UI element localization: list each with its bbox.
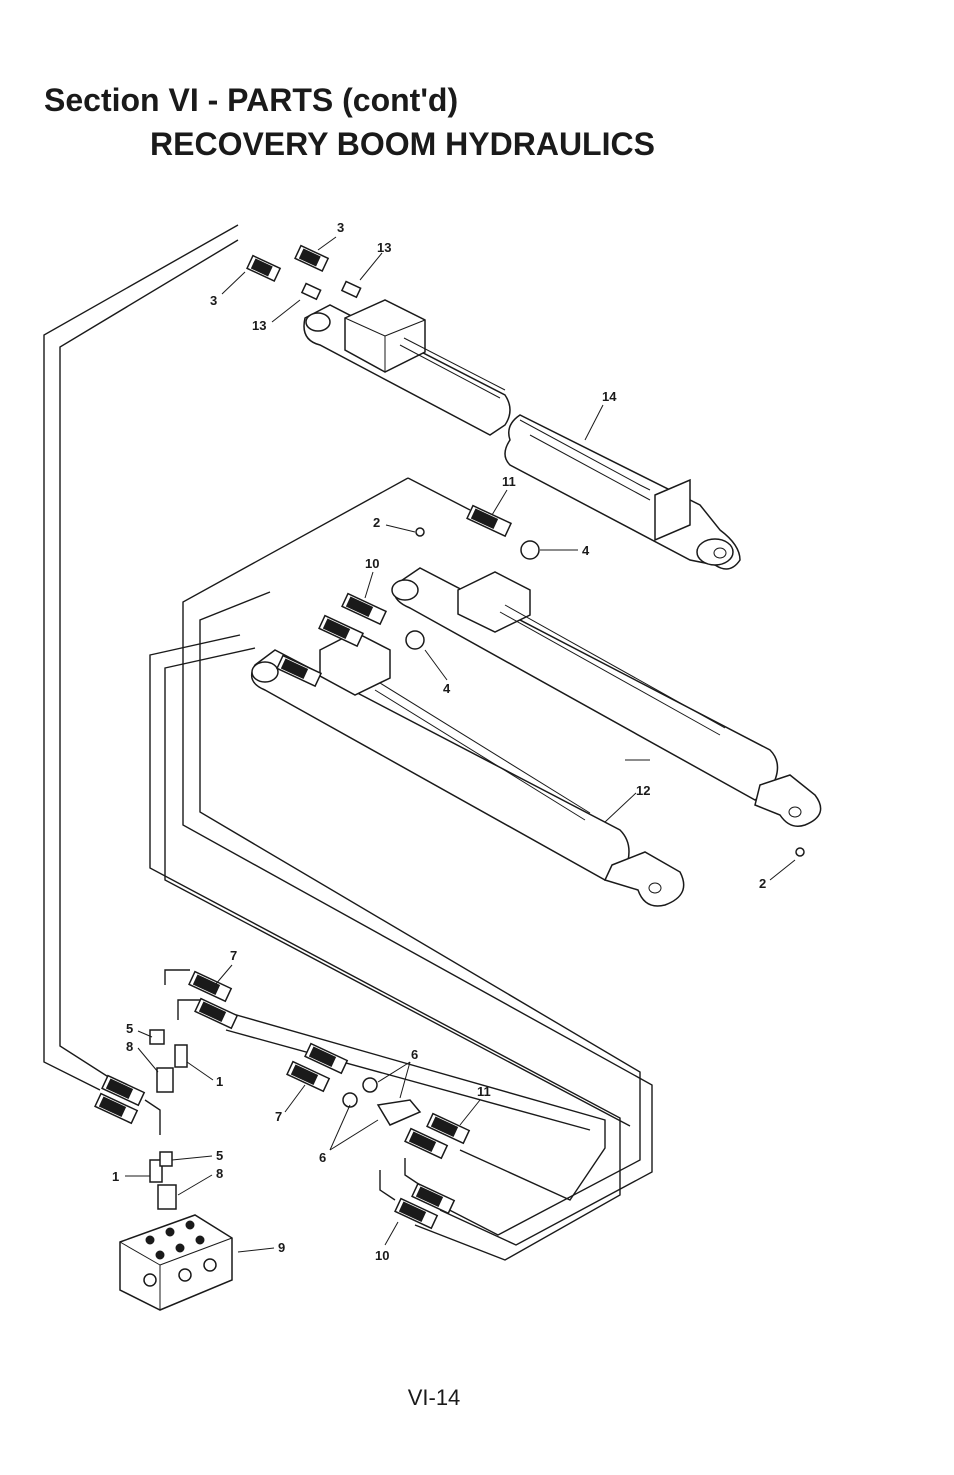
callout-1: 1	[216, 1074, 223, 1089]
callout-8: 8	[216, 1166, 223, 1181]
page-subtitle: RECOVERY BOOM HYDRAULICS	[150, 126, 655, 162]
callout-10: 10	[375, 1248, 389, 1263]
callout-11: 11	[477, 1084, 491, 1099]
callout-6: 6	[411, 1047, 418, 1062]
callout-4: 4	[443, 681, 451, 696]
callout-7: 7	[275, 1109, 282, 1124]
callout-7: 7	[230, 948, 237, 963]
hose-routing	[43, 224, 653, 1261]
callout-10: 10	[365, 556, 379, 571]
section-title: Section VI - PARTS (cont'd)	[44, 82, 459, 118]
callout-13: 13	[377, 240, 391, 255]
callout-3: 3	[337, 220, 344, 235]
callout-1: 1	[112, 1169, 119, 1184]
callout-labels: 3 3 13 13 14 11 2 4 10 4 12 2 7 5 8 1 6 …	[112, 220, 766, 1263]
page-number: VI-14	[407, 1385, 461, 1410]
top-fittings	[246, 244, 362, 301]
valve-hose-assembly	[94, 969, 471, 1311]
callout-2: 2	[759, 876, 766, 891]
callout-9: 9	[278, 1240, 285, 1255]
callout-6: 6	[319, 1150, 326, 1165]
callout-14: 14	[602, 389, 617, 404]
callout-4: 4	[582, 543, 590, 558]
callout-5: 5	[216, 1148, 223, 1163]
upper-boom-cylinder	[303, 299, 741, 570]
callout-13: 13	[252, 318, 266, 333]
cylinder-fittings	[276, 504, 805, 857]
callout-11: 11	[502, 474, 516, 489]
callout-5: 5	[126, 1021, 133, 1036]
right-lift-cylinder	[391, 567, 822, 827]
callout-8: 8	[126, 1039, 133, 1054]
callout-3: 3	[210, 293, 217, 308]
callout-2: 2	[373, 515, 380, 530]
callout-12: 12	[636, 783, 650, 798]
leader-lines	[125, 236, 796, 1253]
left-lift-cylinder	[250, 631, 685, 907]
